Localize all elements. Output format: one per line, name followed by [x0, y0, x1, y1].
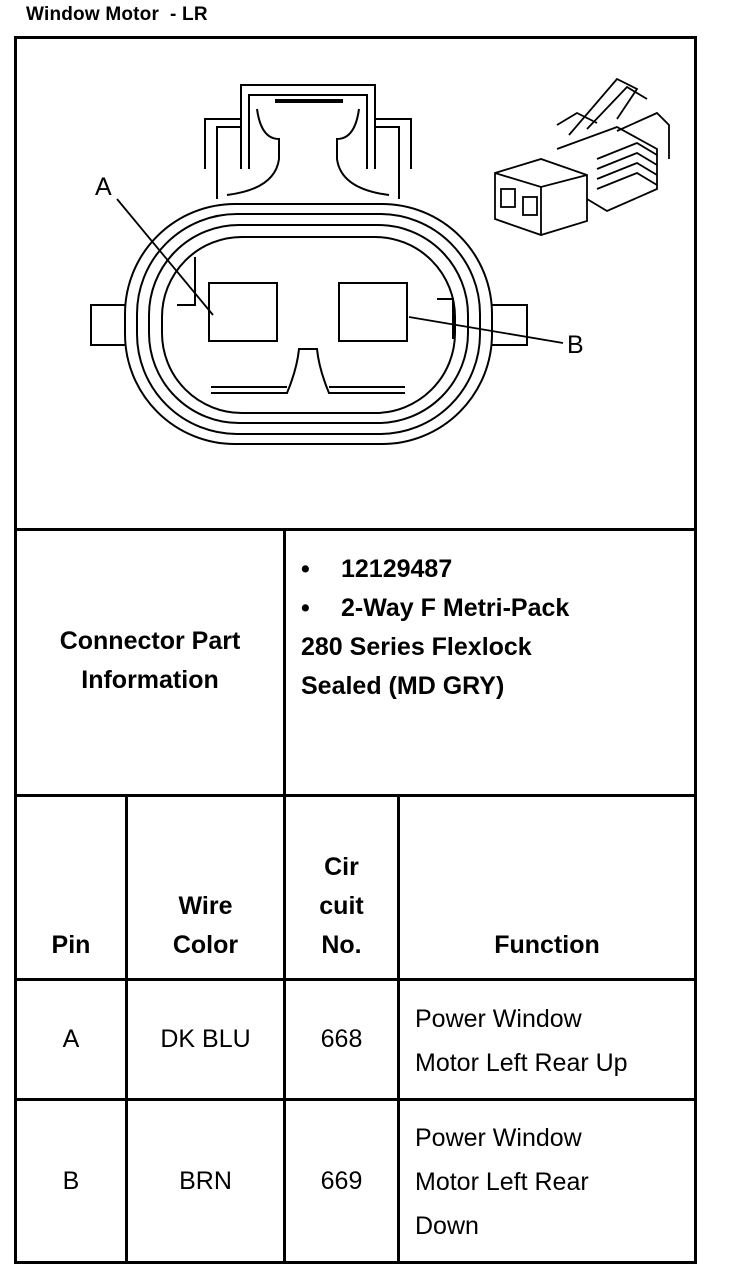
header-pin-text: Pin [51, 931, 91, 959]
table-row-circuit: 669 [320, 1166, 363, 1195]
function-line: Down [415, 1212, 479, 1240]
bullet: • [301, 594, 310, 622]
table-row-color: DK BLU [160, 1025, 251, 1053]
header-circuit-line: Cir [324, 853, 359, 881]
header-wire-color-line: Color [172, 931, 239, 959]
divider [17, 794, 694, 797]
connector-diagram: A B [17, 39, 694, 531]
connector-description: Sealed (MD GRY) [301, 672, 505, 700]
divider [17, 1098, 694, 1101]
table-row-circuit: 668 [320, 1025, 363, 1053]
divider [125, 794, 128, 1261]
connector-description: 280 Series Flexlock [301, 633, 532, 661]
table-row-pin: B [62, 1166, 80, 1195]
function-line: Motor Left Rear Up [415, 1049, 628, 1077]
divider [397, 794, 400, 1261]
table-row-function: Power Window Motor Left Rear Up [415, 997, 628, 1085]
divider [17, 978, 694, 981]
function-line: Motor Left Rear [415, 1168, 589, 1196]
divider [283, 528, 286, 1261]
table-row-pin: A [62, 1025, 80, 1053]
connector-info-label: Connector Part Information [17, 622, 283, 700]
header-pin: Pin [17, 926, 125, 965]
header-function: Function [400, 926, 694, 965]
bullet: • [301, 555, 310, 583]
header-wire-color-line: Wire [178, 892, 233, 920]
header-circuit-line: No. [321, 931, 362, 959]
function-line: Power Window [415, 1005, 582, 1033]
pin-a-callout: A [95, 173, 112, 201]
header-circuit: Cir cuit No. [286, 848, 397, 965]
connector-info-label-line: Information [81, 666, 219, 694]
divider [17, 528, 694, 531]
connector-table-frame: A B Connector Part Information • 12129487… [14, 36, 697, 1264]
pin-b-callout: B [567, 331, 584, 359]
table-row-function: Power Window Motor Left Rear Down [415, 1116, 589, 1248]
connector-info-details: • 12129487 • 2-Way F Metri-Pack 280 Series… [301, 550, 569, 706]
part-number: 12129487 [341, 555, 453, 583]
connector-face-drawing [90, 77, 670, 445]
page-title: Window Motor - LR [26, 4, 208, 25]
header-circuit-line: cuit [319, 892, 364, 920]
header-wire-color: Wire Color [128, 887, 283, 965]
function-line: Power Window [415, 1124, 582, 1152]
table-row-color: BRN [179, 1166, 232, 1195]
connector-description: 2-Way F Metri-Pack [341, 594, 570, 622]
connector-info-label-line: Connector Part [59, 627, 241, 655]
header-function-text: Function [494, 931, 600, 959]
